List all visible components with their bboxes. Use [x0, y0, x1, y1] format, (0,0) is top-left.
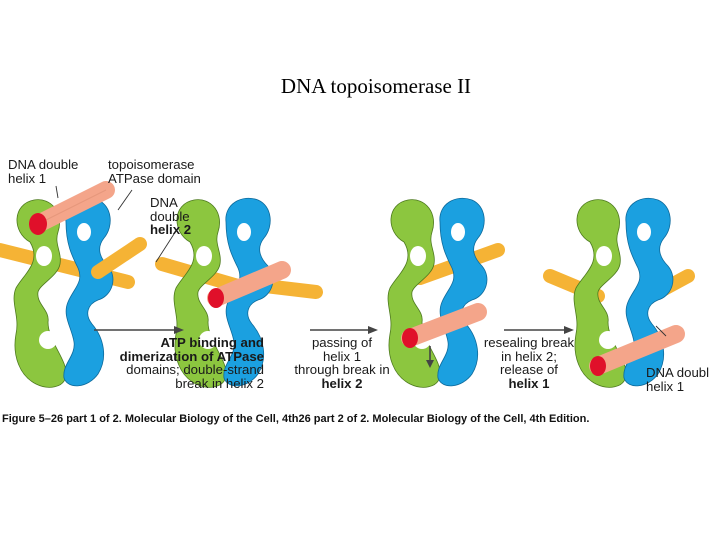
- stage-3-helix1: [401, 303, 487, 348]
- stage-1-enzyme: [0, 197, 147, 388]
- label-dna-helix-1: DNA double helix 1: [8, 157, 79, 186]
- stage-4-helix1: [589, 325, 685, 376]
- label-step-2: passing of helix 1 through break in heli…: [294, 335, 390, 391]
- stage-4-enzyme: [543, 197, 695, 388]
- stage-3-enzyme: [387, 197, 505, 388]
- label-dna-helix-2: DNA double helix 2: [150, 195, 192, 237]
- stage-2-helix1: [207, 261, 291, 308]
- stage-1-helix1: [29, 181, 115, 235]
- process-arrow-2: [310, 326, 378, 334]
- topoisomerase-diagram: DNA double helix 1 topoisomerase ATPase …: [0, 150, 720, 440]
- process-arrow-1: [94, 326, 184, 334]
- caption-part-1: Figure 5–26 part 1 of 2. Molecular Biolo…: [2, 413, 299, 425]
- diagram-graphic: [0, 181, 695, 388]
- slide-title: DNA topoisomerase II: [280, 74, 472, 98]
- label-final-helix-1: DNA doubl helix 1: [646, 366, 710, 393]
- label-step-1: ATP binding and dimerization of ATPase d…: [119, 335, 264, 391]
- figure-caption: Figure 5–26 part 1 of 2. Molecular Biolo…: [2, 413, 718, 425]
- process-arrow-3: [504, 326, 574, 334]
- label-step-3: resealing break in helix 2; release of h…: [483, 335, 575, 391]
- caption-part-2: 26 part 2 of 2. Molecular Biology of the…: [298, 413, 590, 425]
- label-atpase-domain: topoisomerase ATPase domain: [108, 157, 201, 186]
